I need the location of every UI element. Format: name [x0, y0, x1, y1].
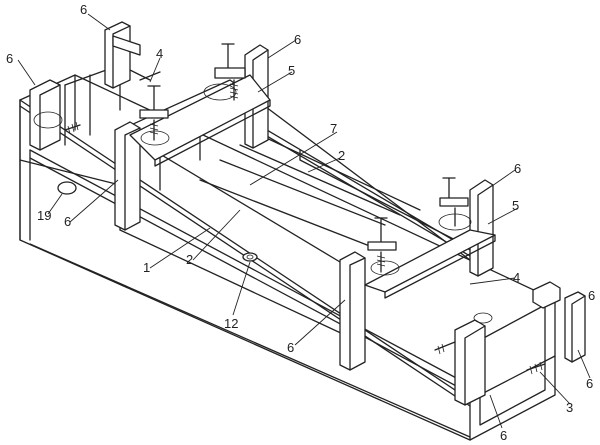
hole-19: [57, 181, 77, 195]
label-6-far-left: 6: [6, 51, 13, 66]
clamp-plates: [33, 74, 496, 299]
bore-hole: [242, 252, 258, 262]
label-4-top: 4: [156, 46, 163, 61]
label-6-bottom-right: 6: [500, 428, 507, 443]
label-5-right: 5: [512, 198, 519, 213]
label-1: 1: [143, 260, 150, 275]
label-3: 3: [566, 400, 573, 415]
posts: [29, 21, 586, 406]
label-6-right: 6: [514, 161, 521, 176]
label-2-upper: 2: [338, 148, 345, 163]
label-6-front-middle: 6: [287, 340, 294, 355]
label-7: 7: [330, 121, 337, 136]
label-6-left-front: 6: [64, 214, 71, 229]
main-frame: [19, 74, 556, 441]
screw-clamps: [64, 43, 546, 375]
leader-lines: [17, 13, 591, 429]
label-19: 19: [37, 208, 51, 223]
label-6-top-right: 6: [294, 32, 301, 47]
label-6-right-edge: 6: [588, 288, 595, 303]
label-6-far-right: 6: [586, 376, 593, 391]
reference-numerals: 6 6 4 6 5 7 2 6 5 4 19 6 1 2 12 6 6 3 6 …: [6, 2, 595, 443]
label-12: 12: [224, 316, 238, 331]
label-5-top: 5: [288, 63, 295, 78]
label-4-right: 4: [513, 270, 520, 285]
label-6-top-left: 6: [80, 2, 87, 17]
label-2-lower: 2: [186, 252, 193, 267]
